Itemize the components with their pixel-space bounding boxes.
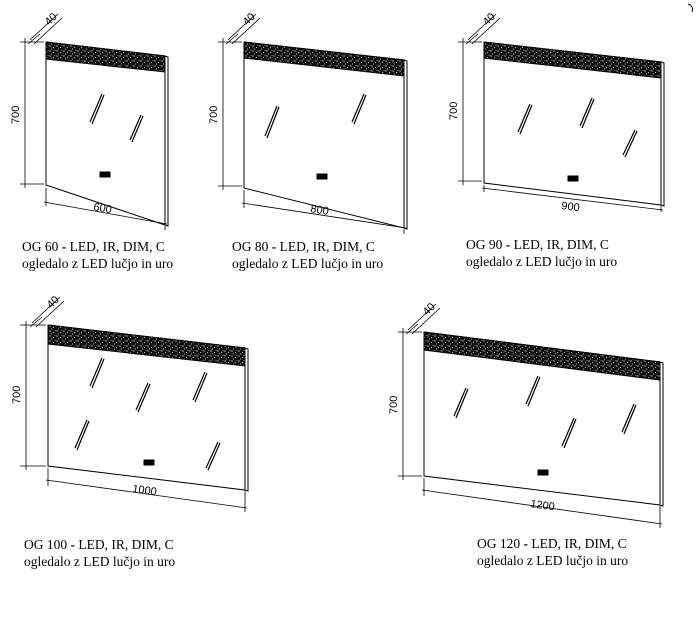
mirror-side: [403, 59, 408, 230]
width-label: 1200: [530, 498, 556, 513]
depth-dimension: [27, 13, 63, 45]
width-dimension: [45, 468, 248, 512]
height-label: 700: [388, 396, 400, 414]
separator: -: [58, 239, 70, 254]
feature-list: LED, IR, DIM, C: [279, 239, 375, 254]
height-dimension: [20, 321, 46, 470]
clock-display: [567, 175, 579, 182]
reflection-marks: [264, 93, 367, 139]
width-dimension: [241, 190, 407, 234]
depth-dimension: [225, 13, 261, 45]
model-code: OG 90: [466, 237, 503, 252]
mirror-og-120: [398, 303, 664, 528]
height-label: 700: [11, 386, 23, 404]
mirror-og-60: [20, 13, 169, 230]
model-code: OG 120: [477, 536, 521, 551]
reflection-marks: [453, 375, 637, 449]
model-description: ogledalo z LED lučjo in uro: [466, 254, 618, 269]
height-label: 700: [10, 106, 22, 124]
feature-list: LED, IR, DIM, C: [513, 237, 609, 252]
caption-og-100: OG 100 - LED, IR, DIM, C ogledalo z LED …: [24, 536, 175, 570]
caption-og-60: OG 60 - LED, IR, DIM, C ogledalo z LED l…: [22, 238, 173, 272]
separator: -: [520, 536, 532, 551]
corner-mark: [687, 3, 693, 13]
mirror-side: [164, 55, 169, 227]
caption-og-80: OG 80 - LED, IR, DIM, C ogledalo z LED l…: [232, 238, 383, 272]
clock-display: [143, 459, 155, 466]
clock-display: [99, 171, 111, 178]
led-strip: [423, 331, 661, 381]
clock-display: [537, 469, 549, 476]
caption-og-120: OG 120 - LED, IR, DIM, C ogledalo z LED …: [477, 535, 628, 569]
model-description: ogledalo z LED lučjo in uro: [24, 554, 176, 569]
height-dimension: [398, 328, 422, 480]
model-description: ogledalo z LED lučjo in uro: [477, 553, 629, 568]
depth-dimension: [465, 13, 501, 45]
reflection-marks: [74, 357, 221, 471]
mirror-side: [659, 361, 664, 507]
depth-dimension: [29, 296, 65, 328]
height-dimension: [218, 38, 242, 190]
led-strip: [243, 41, 405, 77]
clock-display: [316, 173, 328, 180]
separator: -: [67, 537, 79, 552]
mirror-og-90: [458, 13, 665, 212]
model-code: OG 60: [22, 239, 59, 254]
led-strip: [47, 324, 246, 367]
height-label: 700: [208, 106, 220, 124]
width-dimension: [421, 478, 663, 528]
height-dimension: [458, 38, 482, 185]
width-label: 900: [561, 200, 581, 214]
feature-list: LED, IR, DIM, C: [531, 536, 627, 551]
depth-dimension: [405, 303, 441, 335]
model-description: ogledalo z LED lučjo in uro: [22, 256, 174, 271]
reflection-marks: [89, 93, 144, 143]
width-label: 600: [92, 201, 112, 216]
width-label: 800: [310, 203, 330, 218]
model-description: ogledalo z LED lučjo in uro: [232, 256, 384, 271]
height-label: 700: [448, 102, 460, 120]
feature-list: LED, IR, DIM, C: [69, 239, 165, 254]
mirror-side: [244, 347, 249, 492]
separator: -: [502, 237, 514, 252]
height-dimension: [20, 38, 44, 188]
mirror-og-100: [20, 296, 249, 512]
led-strip: [45, 41, 166, 73]
model-code: OG 100: [24, 537, 68, 552]
caption-og-90: OG 90 - LED, IR, DIM, C ogledalo z LED l…: [466, 236, 617, 270]
mirror-og-80: [218, 13, 408, 234]
width-dimension: [481, 185, 664, 212]
reflection-marks: [517, 97, 638, 158]
width-label: 1000: [132, 483, 158, 498]
width-dimension: [43, 188, 168, 230]
separator: -: [268, 239, 280, 254]
mirror-side: [660, 61, 665, 207]
model-code: OG 80: [232, 239, 269, 254]
feature-list: LED, IR, DIM, C: [78, 537, 174, 552]
led-strip: [483, 41, 662, 79]
